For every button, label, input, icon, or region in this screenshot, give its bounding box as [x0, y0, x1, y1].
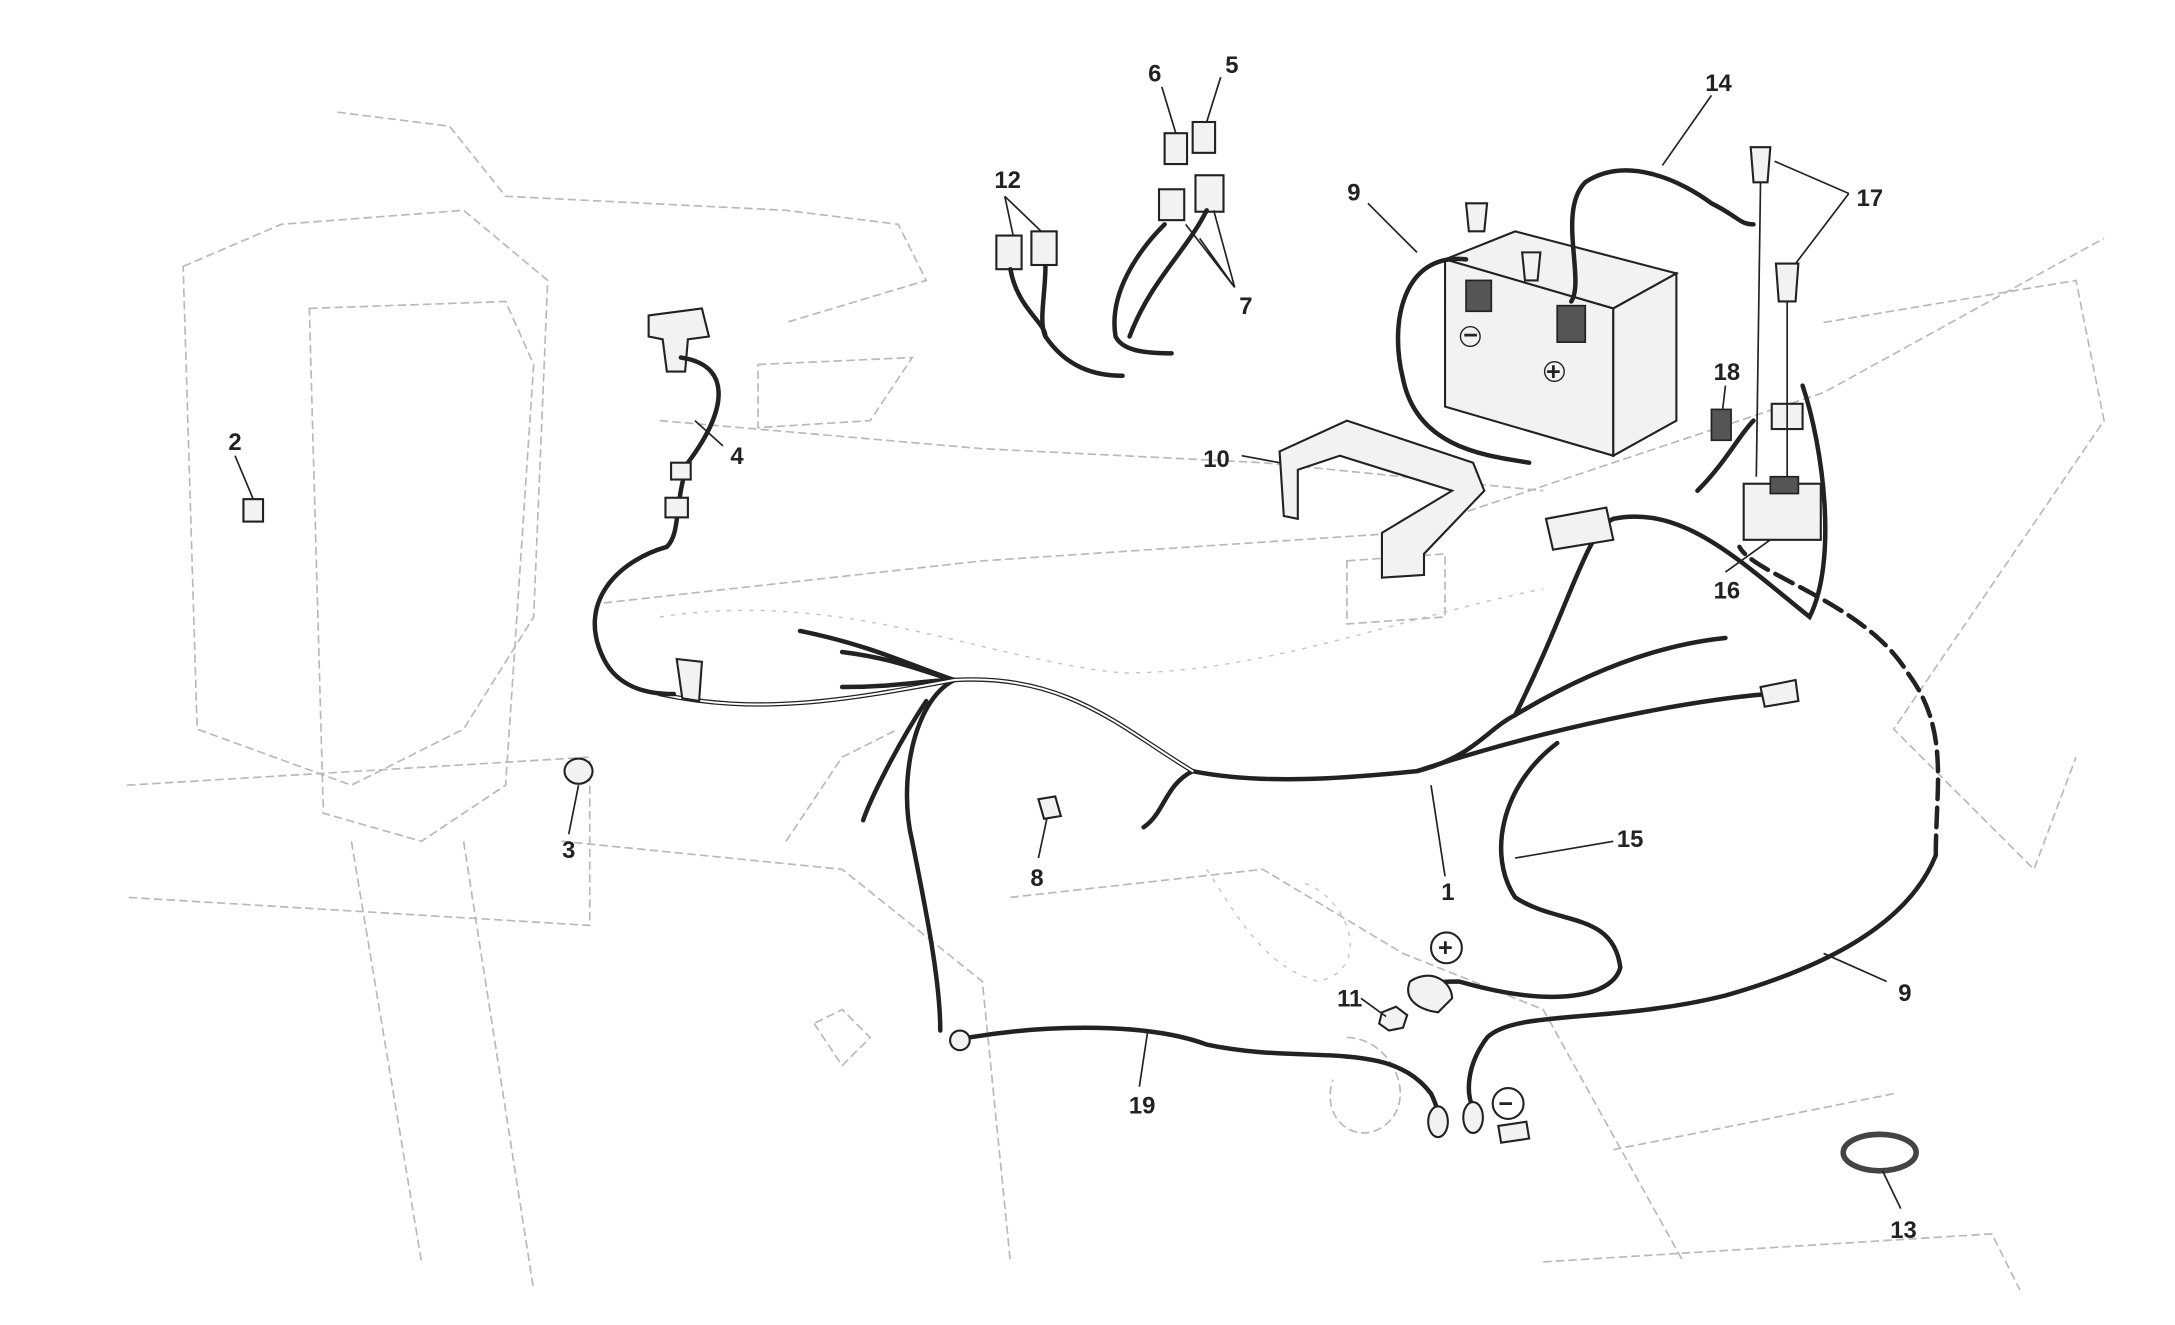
battery-cables [949, 168, 1941, 1139]
part-13-clamp [1840, 1131, 1919, 1174]
callout-16: 16 [1714, 578, 1741, 605]
callout-6: 6 [1148, 60, 1161, 87]
part-3-grommet [563, 757, 594, 785]
battery-negative-mark: − [1463, 322, 1478, 350]
ground-bolt [1497, 1120, 1531, 1144]
callout-1: 1 [1441, 879, 1454, 906]
negative-symbol: − [1498, 1090, 1513, 1118]
callout-8: 8 [1030, 865, 1043, 892]
part-8-connector [1037, 795, 1063, 821]
callout-9b: 9 [1898, 980, 1911, 1007]
callout-9a: 9 [1347, 180, 1360, 207]
main-wiring-harness [657, 383, 1828, 1033]
callout-2: 2 [228, 429, 241, 456]
callout-7: 7 [1239, 293, 1252, 320]
callout-3: 3 [562, 837, 575, 864]
callout-4: 4 [730, 443, 744, 470]
part-2-switch [242, 498, 265, 523]
motorcycle-frame-outline [126, 111, 2105, 1291]
callout-5: 5 [1225, 52, 1238, 79]
sub-harness-4 [592, 307, 721, 703]
callout-11: 11 [1337, 986, 1362, 1013]
callout-12: 12 [994, 167, 1021, 194]
battery: − + [1441, 202, 1680, 458]
leader-lines [234, 76, 1902, 1209]
relay-fuse-group [1544, 146, 1822, 708]
callout-13: 13 [1890, 1217, 1917, 1244]
battery-positive-mark: + [1546, 358, 1561, 386]
part-11-nut [1377, 1005, 1409, 1032]
callout-15: 15 [1617, 826, 1644, 853]
battery-tray [1278, 419, 1486, 579]
callout-14: 14 [1705, 70, 1732, 97]
callout-10: 10 [1203, 446, 1230, 473]
callout-19: 19 [1129, 1092, 1156, 1119]
callout-17: 17 [1857, 185, 1884, 212]
positive-symbol: + [1438, 934, 1453, 962]
callout-18: 18 [1714, 359, 1741, 386]
connector-set [995, 120, 1225, 379]
